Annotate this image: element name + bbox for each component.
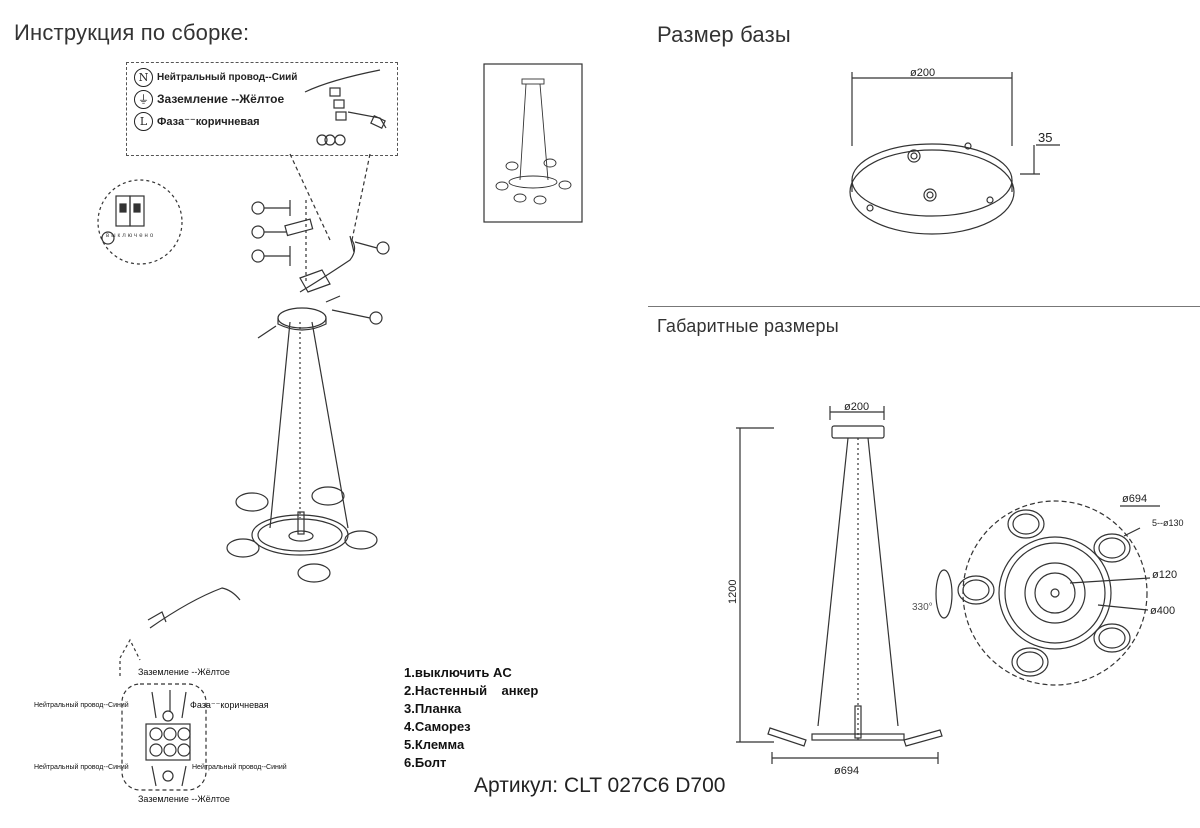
base-height-label: 35 (1038, 130, 1052, 145)
step-6: 6.Болт (404, 755, 447, 770)
product-thumbnail-frame (483, 63, 583, 223)
assembly-title: Инструкция по сборке: (14, 20, 250, 45)
step-4: 4.Саморез (404, 719, 471, 734)
terminal-block (119, 638, 207, 791)
legend-neutral: N Нейтральный провод--Сиий (134, 66, 297, 88)
legend-phase: L Фаза⁻⁻коричневая (134, 110, 297, 132)
terminal-wire (149, 587, 241, 629)
bottom-diameter-label: ø694 (834, 765, 859, 777)
terminal-neutral-bottom-left-label: Нейтральный провод--Синий (34, 764, 129, 771)
base-diameter-label: ø200 (910, 67, 935, 79)
circuit-breaker-icon (97, 179, 183, 265)
switch-caption: выключено (106, 233, 156, 239)
phase-symbol-icon: L (134, 111, 153, 131)
section-divider (648, 306, 1200, 307)
side-view-drawing (736, 406, 943, 764)
legend-neutral-label: Нейтральный провод--Сиий (157, 71, 298, 83)
step-5: 5.Клемма (404, 737, 465, 752)
assembly-steps: 1.выключить AC 2.Настенный анкер 3.Планк… (404, 664, 538, 772)
ground-symbol-icon: ⏚ (134, 89, 153, 109)
rotation-label: 330° (912, 602, 933, 613)
step-2: 2.Настенный анкер (404, 683, 539, 698)
height-label: 1200 (727, 580, 739, 604)
step-1: 1.выключить AC (404, 665, 512, 680)
terminal-neutral-bottom-right-label: Нейтральный провод--Синий (192, 764, 287, 771)
step-3: 3.Планка (404, 701, 462, 716)
terminal-phase-label: Фаза⁻⁻коричневая (190, 700, 269, 710)
legend-phase-label: Фаза⁻⁻коричневая (157, 115, 260, 128)
neutral-symbol-icon: N (134, 67, 153, 87)
top-diameter-label: ø200 (844, 401, 869, 413)
chandelier-assembly (226, 239, 378, 583)
base-size-title: Размер базы (657, 22, 791, 47)
plan-view-drawing (935, 500, 1160, 686)
terminal-ground-top-label: Заземление --Жёлтое (138, 667, 230, 677)
terminal-neutral-top-label: Нейтральный провод--Синий (34, 702, 129, 709)
ring-diameter-label: ø400 (1150, 605, 1175, 617)
wiring-legend: N Нейтральный провод--Сиий ⏚ Заземление … (134, 66, 297, 132)
legend-ground-label: Заземление --Жёлтое (157, 92, 285, 106)
legend-wiring-illustration (304, 69, 387, 146)
wiring-legend-box (126, 62, 398, 156)
product-thumbnail (495, 78, 572, 205)
shade-spec-label: 5--ø130 (1152, 518, 1184, 528)
center-diameter-label: ø120 (1152, 569, 1177, 581)
article-number: Артикул: CLT 027C6 D700 (474, 774, 726, 797)
legend-ground: ⏚ Заземление --Жёлтое (134, 88, 297, 110)
base-drawing (849, 72, 1060, 235)
terminal-ground-bottom-label: Заземление --Жёлтое (138, 794, 230, 804)
overall-dims-title: Габаритные размеры (657, 316, 839, 336)
mounting-parts (251, 200, 390, 325)
plan-diameter-label: ø694 (1122, 493, 1147, 505)
